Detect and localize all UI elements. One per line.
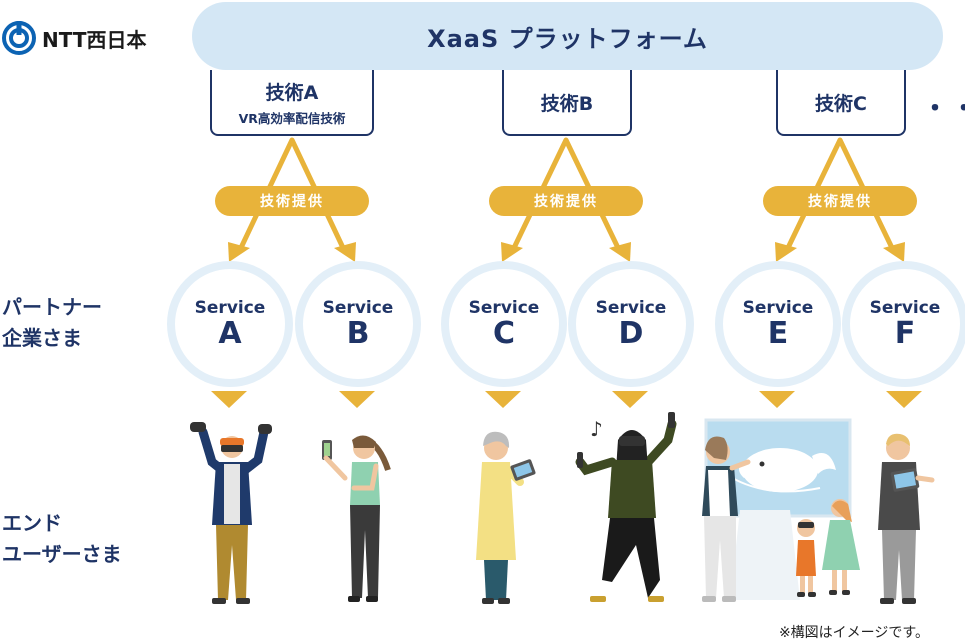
service-e-word: Service [742,298,814,319]
down-triangle-b [339,391,375,408]
service-c-letter: C [492,316,516,352]
tech-c-name: 技術C [815,92,867,115]
arrowhead-a1 [228,242,250,262]
tech-provide-pill-c: 技術提供 [763,186,917,216]
service-d-letter: D [618,316,644,352]
tech-box-a: 技術A VR高効率配信技術 [210,70,374,136]
tablet-man-illustration [878,433,935,604]
service-f-circle: Service F [842,261,965,387]
arrowhead-b2 [609,242,631,262]
music-note-icon: ♪ [590,417,603,441]
more-ellipsis: ・・・ [922,94,965,124]
down-triangle-e [759,391,795,408]
service-d-circle: Service D [568,261,694,387]
down-triangle-a [211,391,247,408]
service-d-word: Service [595,298,667,319]
service-f-word: Service [869,298,941,319]
down-triangle-c [485,391,521,408]
tech-a-sub: VR高効率配信技術 [238,110,346,126]
vr-dancer-illustration: ♪ [575,412,677,602]
service-b-word: Service [322,298,394,319]
image-note: ※構図はイメージです。 [778,625,929,641]
arrowhead-c1 [775,242,797,262]
service-e-circle: Service E [715,261,841,387]
ntt-logo-icon [2,21,36,55]
service-a-letter: A [218,316,242,352]
tech-provide-pill-a: 技術提供 [215,186,369,216]
down-triangle-d [612,391,648,408]
down-triangle-f [886,391,922,408]
logo-text: NTT西日本 [42,27,147,52]
smartphone-user-illustration [322,435,391,602]
platform-label: XaaS プラットフォーム [427,24,708,53]
arrowhead-c2 [883,242,905,262]
partner-label: パートナー 企業さま [2,295,102,350]
xaas-platform-bar: XaaS プラットフォーム [192,2,943,70]
tech-provide-pill-b: 技術提供 [489,186,643,216]
service-c-word: Service [468,298,540,319]
tablet-user-illustration [476,431,536,604]
dolphin-screen-illustration [704,418,852,600]
tech-a-name: 技術A [265,81,319,104]
arrowhead-a2 [334,242,356,262]
tech-box-b: 技術B [502,70,632,136]
enduser-label: エンド ユーザーさま [2,511,122,566]
ntt-west-logo: NTT西日本 [2,20,182,56]
mother-child-illustration [702,436,860,602]
service-a-circle: Service A [167,261,293,387]
service-e-letter: E [767,316,789,352]
service-b-letter: B [346,316,370,352]
service-b-circle: Service B [295,261,421,387]
service-f-letter: F [894,316,916,352]
service-c-circle: Service C [441,261,567,387]
tech-b-name: 技術B [540,92,594,115]
service-a-word: Service [194,298,266,319]
arrowhead-b1 [501,242,523,262]
vr-user-illustration [190,422,272,604]
tech-box-c: 技術C [776,70,906,136]
